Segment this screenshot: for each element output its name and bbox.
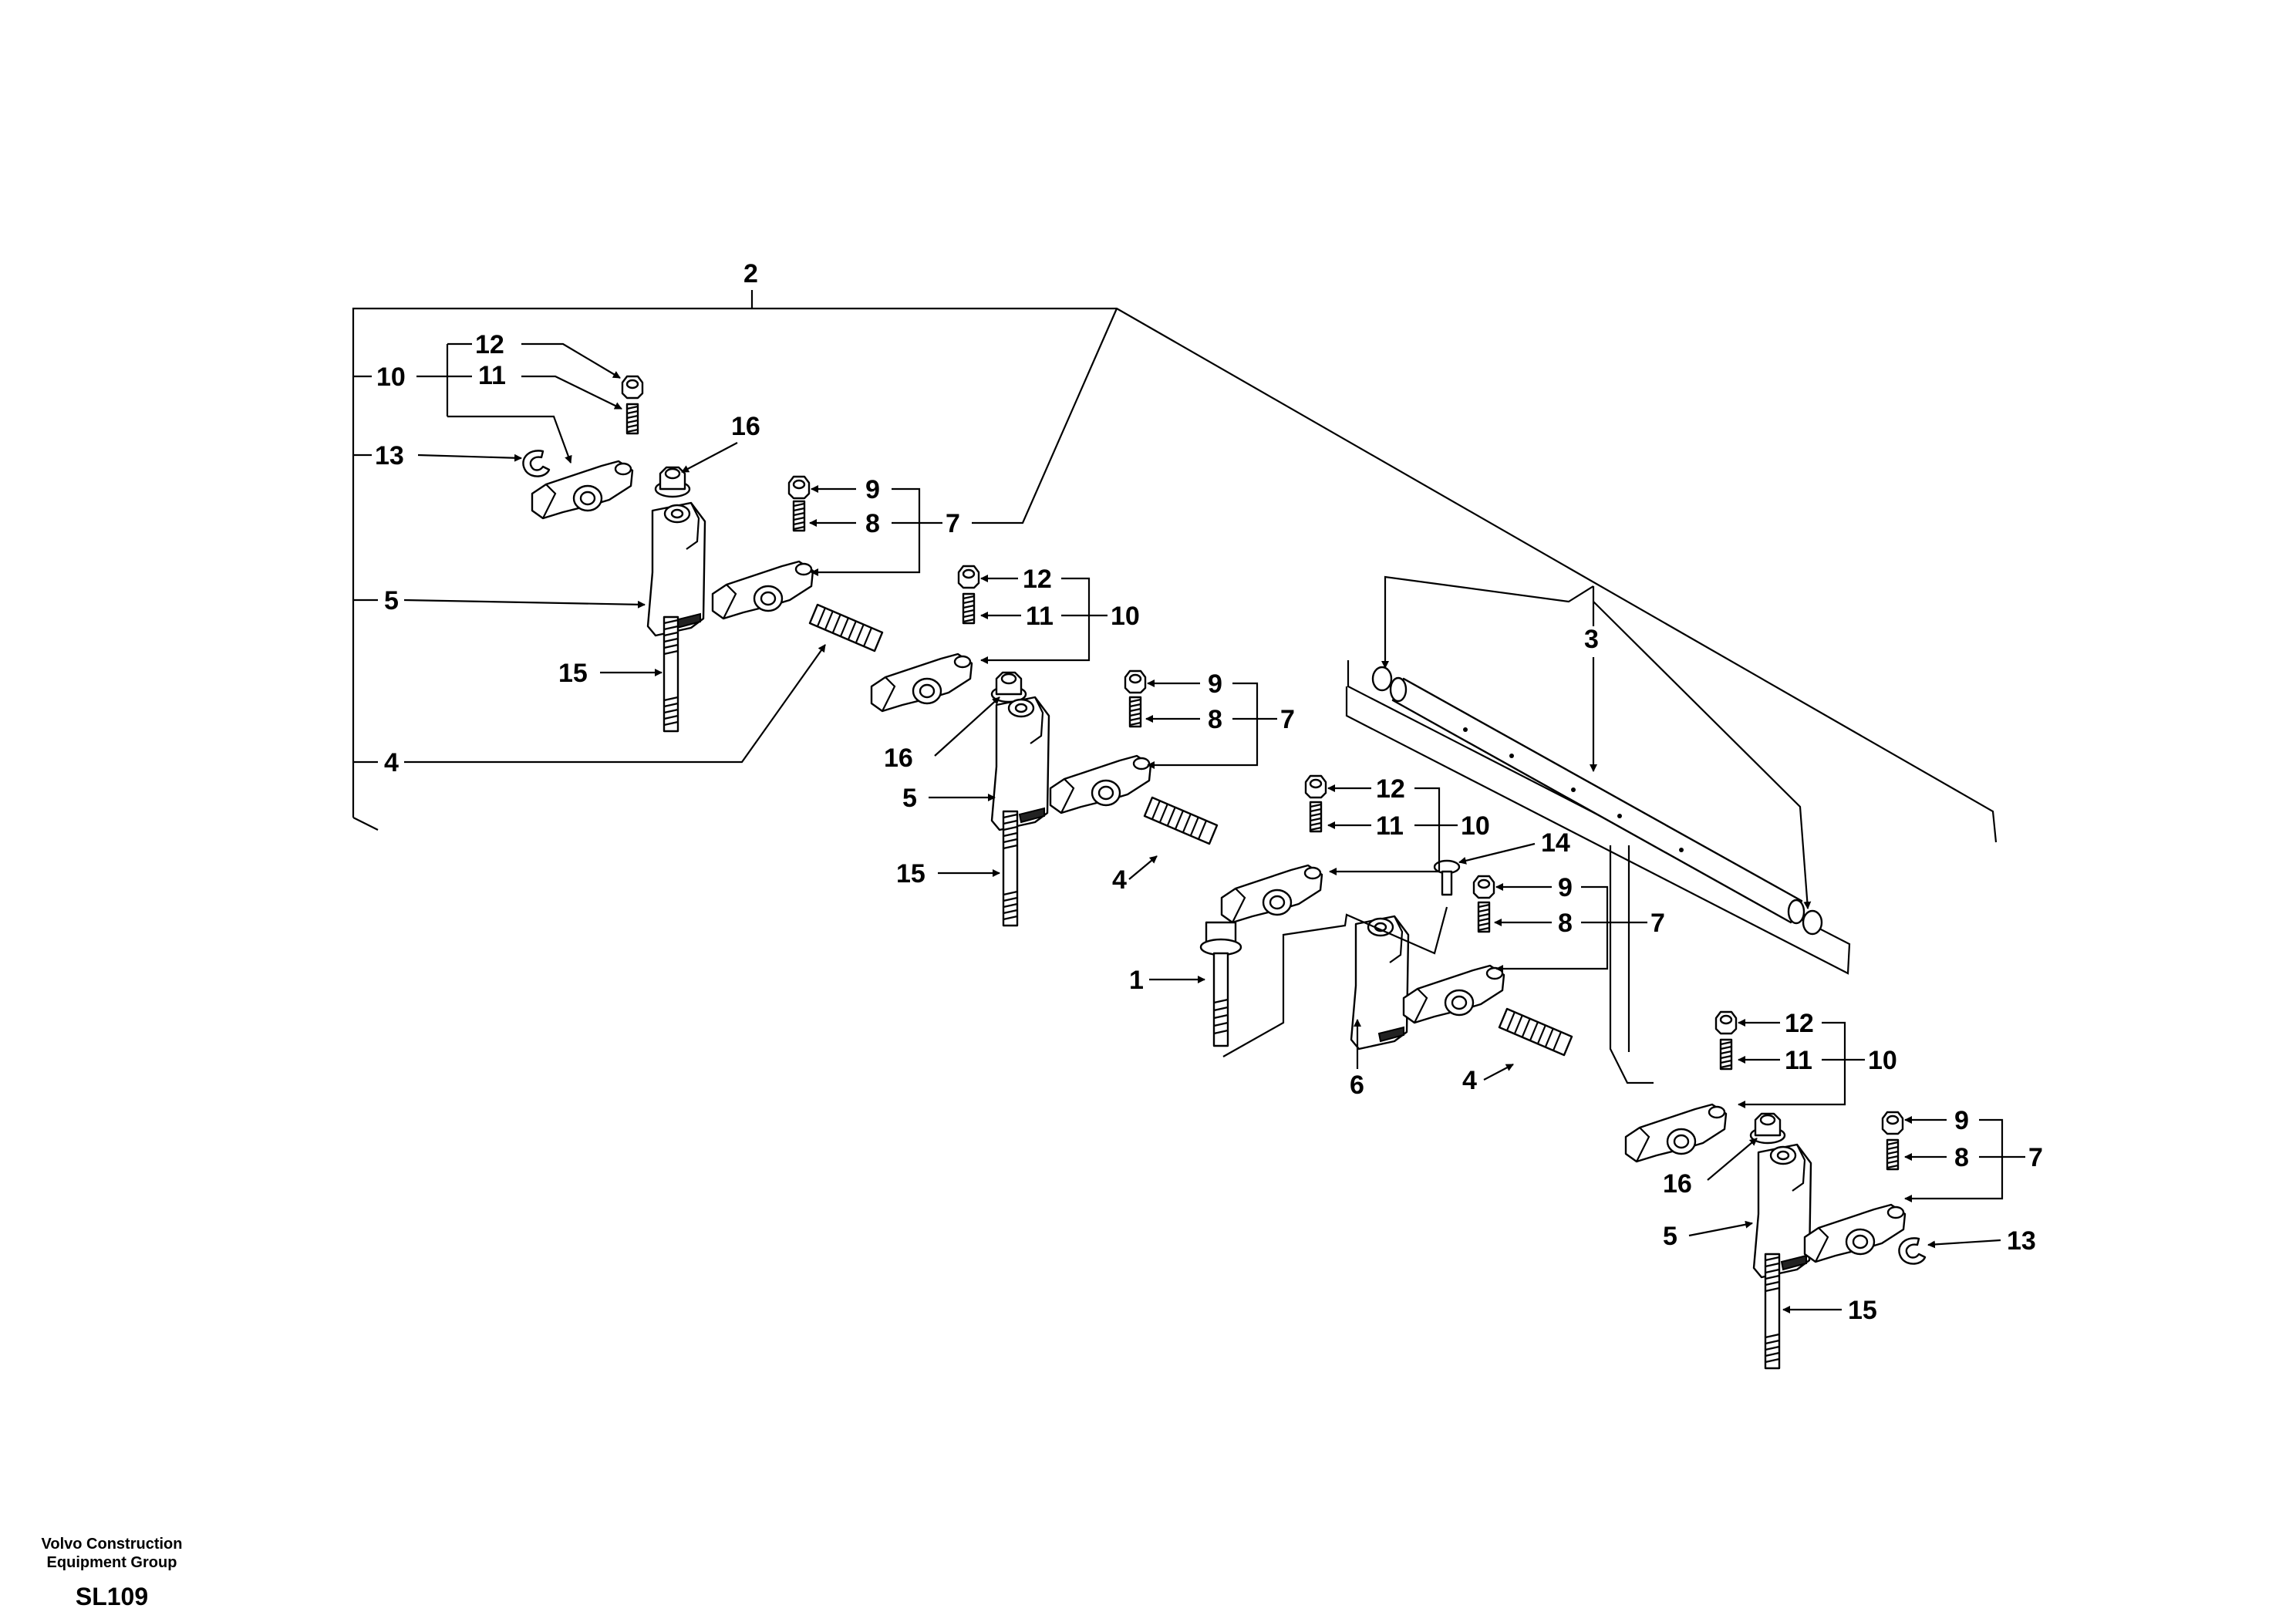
company-line-1: Volvo Construction	[41, 1536, 183, 1553]
drawing-code: SL109	[75, 1583, 149, 1610]
callout-16: 16	[731, 412, 760, 441]
callout-4: 4	[1112, 865, 1127, 895]
group-2: 12 11 10 9 8 7 16 5 15 4	[870, 565, 1295, 927]
callout-16: 16	[1663, 1169, 1692, 1199]
callout-5: 5	[384, 586, 399, 615]
callout-9: 9	[865, 475, 880, 504]
callout-13: 13	[375, 441, 404, 470]
callout-9: 9	[1558, 873, 1573, 902]
callout-9: 9	[1208, 669, 1222, 699]
callout-7: 7	[1280, 705, 1295, 734]
callout-10: 10	[1461, 811, 1490, 841]
group-1: 12 11 10 13 16 9 8 7 5 15 4	[353, 308, 1118, 777]
callout-9: 9	[1954, 1106, 1969, 1135]
callout-8: 8	[1558, 909, 1573, 938]
callout-11: 11	[1785, 1046, 1812, 1075]
callout-10: 10	[1868, 1046, 1897, 1075]
callout-2: 2	[743, 259, 758, 288]
callout-6: 6	[1350, 1071, 1364, 1100]
callout-12: 12	[1785, 1009, 1814, 1038]
callout-11: 11	[478, 361, 506, 390]
callout-14: 14	[1541, 828, 1570, 858]
callout-13: 13	[2007, 1226, 2036, 1256]
callout-10: 10	[1111, 602, 1140, 631]
callout-5: 5	[1663, 1222, 1677, 1251]
group-3: 12 11 10 14 9 8 7 1 6 4	[1129, 774, 1665, 1100]
callout-15: 15	[1848, 1296, 1877, 1325]
callout-8: 8	[865, 509, 880, 538]
rocker-shaft: 3	[1345, 575, 1851, 975]
callout-16: 16	[884, 744, 913, 773]
callout-4: 4	[384, 748, 399, 777]
callout-8: 8	[1208, 705, 1222, 734]
callout-10: 10	[376, 363, 406, 392]
callout-12: 12	[475, 330, 504, 359]
callout-4: 4	[1462, 1066, 1477, 1095]
callout-15: 15	[896, 859, 925, 889]
callout-12: 12	[1376, 774, 1405, 804]
callout-12: 12	[1023, 565, 1052, 594]
footer: Volvo Construction Equipment Group SL109	[23, 1535, 201, 1611]
callout-5: 5	[902, 784, 917, 813]
callout-7: 7	[2028, 1143, 2043, 1172]
callout-3: 3	[1584, 625, 1599, 654]
callout-7: 7	[1650, 909, 1665, 938]
callout-11: 11	[1026, 602, 1054, 631]
company-line-2: Equipment Group	[46, 1554, 177, 1571]
callout-1: 1	[1129, 966, 1144, 995]
callout-15: 15	[558, 659, 588, 688]
group-4: 12 11 10 9 8 7 16 13 5 15	[1624, 1009, 2043, 1370]
callout-11: 11	[1376, 811, 1404, 841]
callout-8: 8	[1954, 1143, 1969, 1172]
callout-7: 7	[946, 509, 960, 538]
